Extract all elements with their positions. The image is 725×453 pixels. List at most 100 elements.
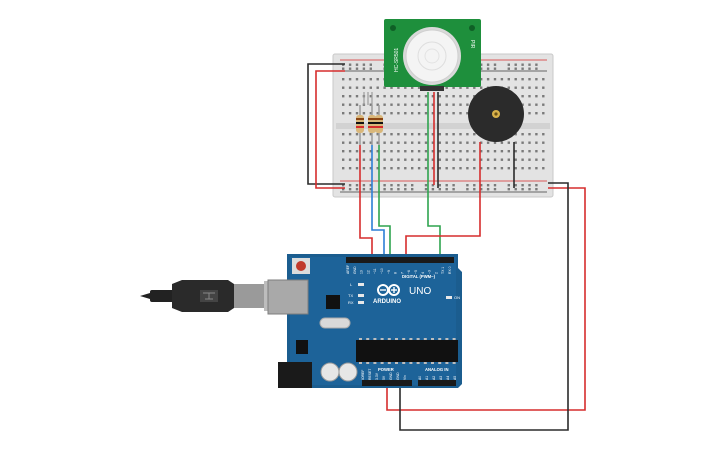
breadboard-hole	[452, 184, 455, 187]
chip-pin	[452, 362, 456, 364]
breadboard-hole	[507, 63, 510, 66]
breadboard-hole	[411, 188, 414, 191]
breadboard-hole	[417, 112, 421, 115]
chip-pin	[380, 362, 384, 364]
breadboard-hole	[438, 150, 441, 153]
power-pin-label: 5V	[382, 375, 386, 380]
breadboard-hole	[355, 141, 359, 144]
breadboard-hole	[362, 184, 366, 187]
led-l	[358, 283, 364, 286]
chip-pin	[445, 338, 449, 340]
breadboard-hole	[376, 86, 379, 89]
breadboard-hole	[383, 188, 386, 191]
breadboard-hole	[417, 141, 421, 144]
buzzer[interactable]	[468, 86, 524, 142]
crystal	[319, 317, 351, 329]
power-pin-label: IOREF	[361, 370, 365, 380]
breadboard-hole	[535, 95, 538, 98]
power-jack	[278, 362, 312, 388]
breadboard-hole	[417, 103, 421, 106]
led-on-label: ON	[454, 295, 460, 300]
wire-green-resistor-to-d10	[378, 145, 391, 257]
breadboard-hole	[355, 150, 359, 153]
breadboard-hole	[542, 95, 545, 98]
breadboard-hole	[348, 78, 352, 81]
breadboard-hole	[369, 141, 372, 144]
digital-header	[346, 257, 454, 263]
breadboard-hole	[362, 158, 366, 161]
breadboard-hole	[493, 63, 497, 66]
pir-sensor[interactable]: HC-SR501 PIR	[384, 19, 481, 91]
pir-mount-hole	[390, 25, 396, 31]
breadboard-hole	[473, 167, 476, 170]
breadboard-hole	[535, 112, 538, 115]
pir-right-label: PIR	[469, 40, 475, 49]
breadboard-hole	[521, 158, 524, 161]
breadboard-hole	[383, 86, 386, 89]
breadboard-hole	[535, 150, 538, 153]
breadboard-hole	[369, 184, 372, 187]
breadboard-hole	[417, 150, 421, 153]
breadboard-hole	[445, 188, 448, 191]
breadboard-hole	[411, 133, 414, 136]
breadboard-hole	[542, 141, 545, 144]
digital-pin-label: GND	[353, 266, 357, 274]
breadboard-hole	[348, 67, 352, 70]
pir-left-label: HC-SR501	[394, 48, 400, 72]
breadboard-hole	[383, 167, 386, 170]
digital-pin-label: 13	[360, 270, 364, 274]
breadboard-hole	[480, 150, 483, 153]
breadboard-hole	[348, 95, 352, 98]
breadboard-hole	[486, 158, 490, 161]
breadboard-hole	[528, 67, 531, 70]
led-rx-label: RX	[348, 300, 354, 305]
breadboard-hole	[362, 63, 366, 66]
breadboard-hole	[369, 112, 372, 115]
breadboard-hole	[362, 78, 366, 81]
breadboard-hole	[466, 184, 469, 187]
breadboard-hole	[376, 133, 379, 136]
arduino-uno-board[interactable]: L TX RX ON ARDUINO UNO DIGITAL (PWM~) PO…	[267, 254, 462, 388]
breadboard-hole	[466, 167, 469, 170]
analog-pin-label: A5	[453, 376, 457, 380]
breadboard-hole	[452, 133, 455, 136]
breadboard-hole	[473, 184, 476, 187]
breadboard-hole	[383, 184, 386, 187]
chip-pin	[402, 338, 406, 340]
breadboard-hole	[348, 133, 352, 136]
chip-pin	[359, 338, 362, 340]
breadboard-hole	[445, 141, 448, 144]
breadboard-hole	[411, 158, 414, 161]
resistor-2[interactable]	[368, 105, 376, 145]
breadboard-hole	[473, 141, 476, 144]
breadboard-hole	[486, 150, 490, 153]
breadboard-hole	[445, 103, 448, 106]
breadboard-hole	[473, 86, 476, 89]
resistor-1[interactable]	[356, 105, 364, 145]
arduino-model: UNO	[409, 286, 431, 297]
breadboard-hole	[528, 133, 531, 136]
atmega-chip	[356, 340, 458, 362]
analog-pin-label: A0	[418, 376, 422, 380]
breadboard-hole	[397, 95, 400, 98]
arduino-brand: ARDUINO	[373, 299, 401, 305]
breadboard-hole	[342, 112, 345, 115]
breadboard-hole	[431, 188, 435, 191]
breadboard-hole	[376, 103, 379, 106]
chip-pin	[409, 362, 413, 364]
breadboard-hole	[424, 184, 428, 187]
breadboard-hole	[404, 133, 407, 136]
usb-cable[interactable]	[140, 280, 284, 312]
breadboard-hole	[438, 133, 441, 136]
breadboard-hole	[431, 103, 435, 106]
analog-pin-label: A4	[446, 376, 450, 380]
breadboard-hole	[480, 86, 483, 89]
breadboard-hole	[424, 150, 428, 153]
breadboard-hole	[466, 103, 469, 106]
resistor-3[interactable]	[375, 105, 383, 145]
breadboard-hole	[369, 167, 372, 170]
breadboard-hole	[355, 133, 359, 136]
led-rx	[358, 301, 364, 304]
breadboard-hole	[342, 184, 345, 187]
